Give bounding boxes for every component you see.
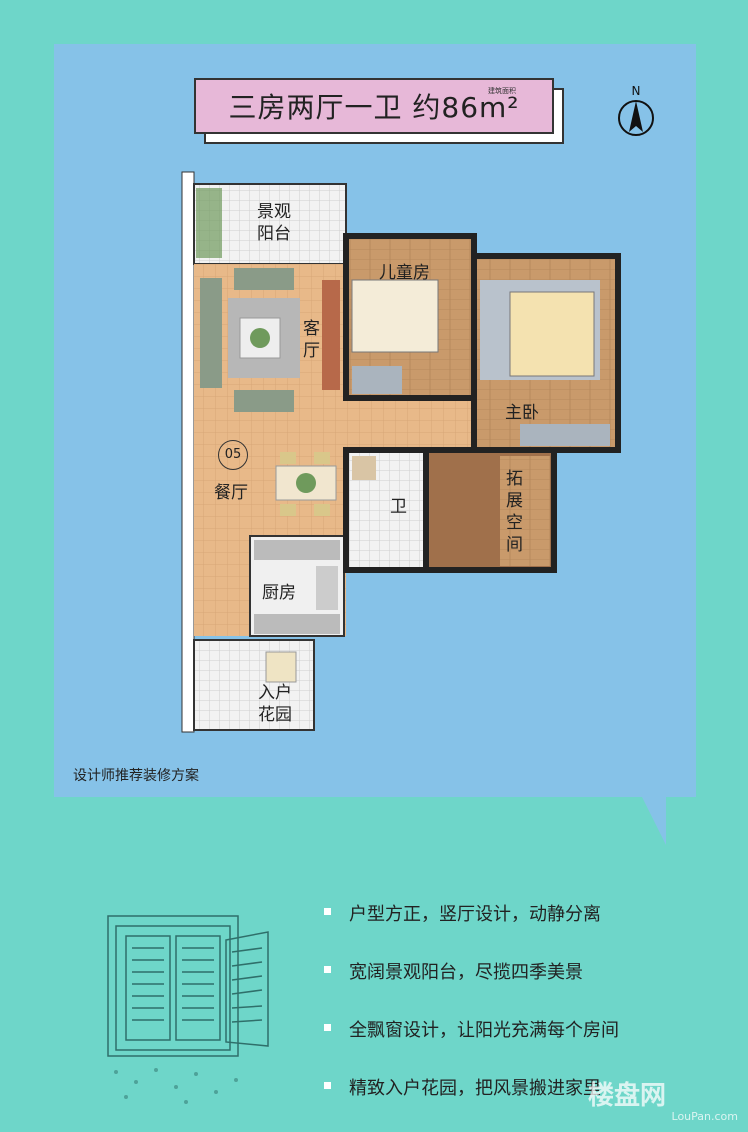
feature-text: 精致入户花园，把风景搬进家里 [349, 1078, 601, 1099]
room-label-master: 主卧 [505, 403, 539, 423]
bullet-icon [324, 1082, 331, 1089]
feature-text: 全飘窗设计，让阳光充满每个房间 [349, 1020, 619, 1041]
page-title: 三房两厅一卫 约86m² [228, 91, 520, 124]
bullet-icon [324, 1024, 331, 1031]
room-label-dining: 餐厅 [214, 483, 248, 503]
room-label-kitchen: 厨房 [262, 583, 296, 603]
room-label-children: 儿童房 [379, 263, 430, 283]
title-area-note: 建筑面积 [488, 87, 516, 95]
floor-plan [181, 171, 621, 733]
window-sketch-icon [107, 915, 269, 1104]
title-box: 三房两厅一卫 约86m² [194, 78, 554, 134]
feature-item: 户型方正，竖厅设计，动静分离 [324, 900, 619, 958]
watermark-main: 楼盘网 [588, 1081, 667, 1111]
feature-text: 宽阔景观阳台，尽揽四季美景 [349, 962, 583, 983]
bullet-icon [324, 966, 331, 973]
room-label-living: 客 厅 [303, 319, 320, 361]
north-label: N [631, 84, 641, 98]
room-label-extend: 拓 展 空 间 [506, 469, 523, 555]
north-compass: N [616, 84, 656, 140]
feature-list: 户型方正，竖厅设计，动静分离 宽阔景观阳台，尽揽四季美景 全飘窗设计，让阳光充满… [324, 900, 619, 1132]
unit-number-badge: 05 [218, 440, 248, 470]
card-speech-tail [642, 797, 666, 845]
designer-note: 设计师推荐装修方案 [73, 768, 199, 784]
compass-icon [618, 100, 654, 136]
room-label-bath: 卫 [390, 497, 407, 517]
feature-item: 宽阔景观阳台，尽揽四季美景 [324, 958, 619, 1016]
feature-item: 全飘窗设计，让阳光充满每个房间 [324, 1016, 619, 1074]
room-label-garden: 入户 花园 [258, 683, 292, 725]
watermark-sub: LouPan.com [671, 1110, 738, 1123]
feature-item: 精致入户花园，把风景搬进家里 [324, 1074, 619, 1132]
watermark-logo: 楼盘网 LouPan.com [588, 1081, 738, 1123]
room-label-balcony: 景观 阳台 [257, 202, 291, 244]
bullet-icon [324, 908, 331, 915]
feature-text: 户型方正，竖厅设计，动静分离 [349, 904, 601, 925]
